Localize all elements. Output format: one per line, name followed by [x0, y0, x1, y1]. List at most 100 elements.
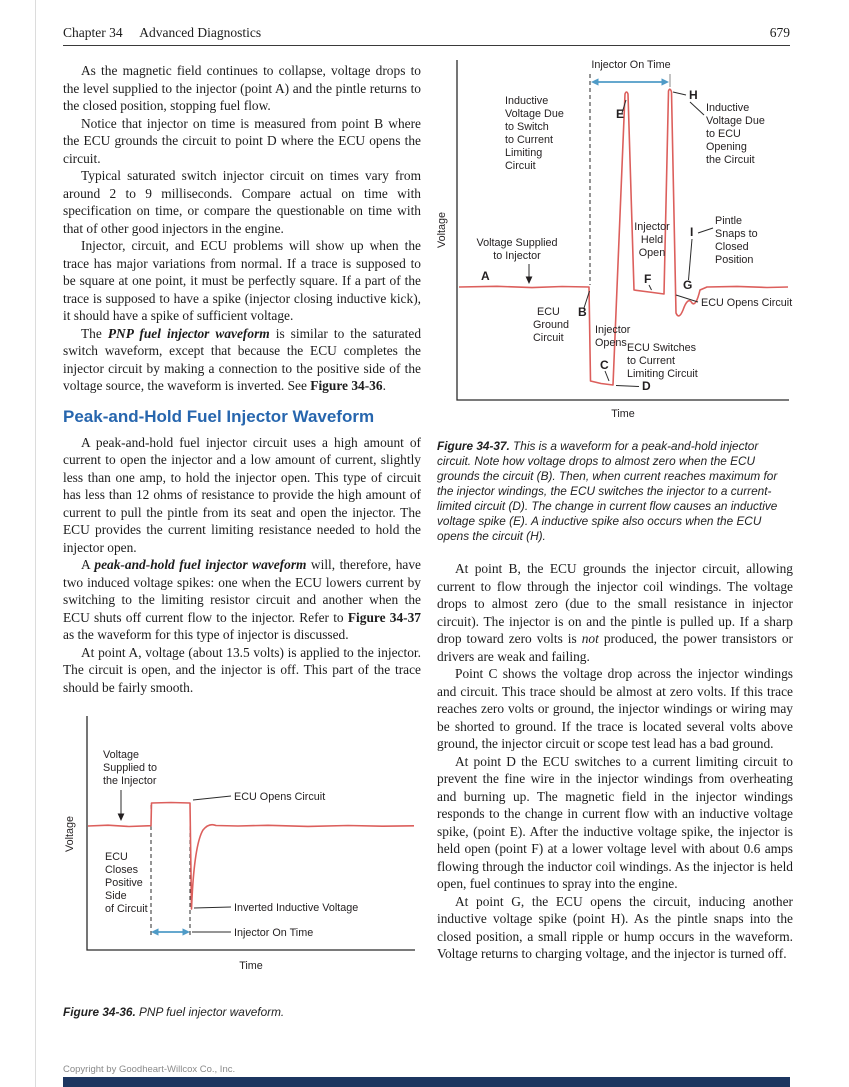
label-held-open: Held — [641, 234, 663, 246]
caption-label: Figure 34-36. — [63, 1005, 136, 1019]
point-f-pointer — [648, 284, 652, 291]
down-arrowhead-icon — [525, 276, 533, 284]
point-label-g: G — [683, 278, 692, 292]
label-pintle: Position — [715, 254, 753, 266]
label-inductive-ecu: Voltage Due — [706, 115, 765, 127]
point-label-c: C — [600, 358, 609, 372]
label-on-time: Injector On Time — [234, 927, 313, 939]
label-inverted: Inverted Inductive Voltage — [234, 902, 358, 914]
copyright-notice: Copyright by Goodheart-Willcox Co., Inc. — [63, 1064, 236, 1075]
paragraph: At point G, the ECU opens the circuit, i… — [437, 893, 793, 962]
paragraph: The PNP fuel injector waveform is simila… — [63, 325, 421, 395]
label-ecu-switches: to Current — [627, 355, 675, 367]
paragraph: At point B, the ECU grounds the injector… — [437, 560, 793, 665]
point-label-d: D — [642, 379, 651, 393]
section-heading: Peak-and-Hold Fuel Injector Waveform — [63, 406, 375, 426]
label-inductive-switch: Circuit — [505, 160, 536, 172]
waveform-trace — [458, 88, 789, 386]
label-inductive-ecu: the Circuit — [706, 154, 755, 166]
point-c-pointer — [604, 370, 610, 382]
caption-text: PNP fuel injector waveform. — [135, 1005, 285, 1019]
label-injector-opens: Opens — [595, 337, 627, 349]
right-column: Injector On Time Inductive Voltage Due t… — [436, 54, 793, 963]
point-label-f: F — [644, 272, 651, 286]
text-run: . — [382, 378, 386, 393]
label-ecu-opens: ECU Opens Circuit — [701, 297, 792, 309]
label-inductive-switch: Voltage Due — [505, 108, 564, 120]
label-supply: Supplied to — [103, 762, 157, 774]
arrowhead-left-icon — [151, 928, 159, 936]
label-pintle: Snaps to — [715, 228, 758, 240]
point-label-e: E — [616, 107, 624, 121]
arrowhead-right-icon — [182, 928, 190, 936]
caption-label: Figure 34-37. — [437, 439, 510, 453]
point-e-pointer — [621, 99, 627, 114]
figure-reference: Figure 34-37 — [347, 609, 421, 625]
text-run: produced, the power transistors or drive… — [437, 631, 794, 664]
pintle-pointer — [697, 227, 714, 234]
waveform-trace — [87, 801, 415, 910]
paragraph: Typical saturated switch injector circui… — [63, 168, 421, 236]
figure-34-36: Voltage Supplied to the Injector ECU Ope… — [63, 710, 421, 983]
running-head: Chapter 34 Advanced Diagnostics — [63, 25, 261, 41]
figure-caption: Figure 34-36. PNP fuel injector waveform… — [63, 1005, 421, 1020]
x-axis-label: Time — [239, 960, 263, 972]
point-h-pointer — [672, 91, 687, 96]
point-d-pointer — [615, 385, 640, 387]
label-held-open: Open — [639, 247, 665, 259]
emphasis-term: not — [581, 631, 599, 646]
label-supply: Voltage Supplied — [476, 237, 557, 249]
label-inductive-switch: Inductive — [505, 95, 548, 107]
label-pintle: Closed — [715, 241, 749, 253]
label-ecu-ground: Ground — [533, 319, 569, 331]
left-column: As the magnetic field continues to colla… — [63, 62, 421, 1020]
ecu-opens-pointer — [675, 294, 699, 303]
label-supply: the Injector — [103, 775, 157, 787]
y-axis-label: Voltage — [437, 212, 448, 248]
label-inductive-ecu: Inductive — [706, 102, 749, 114]
label-ecu-switches: Limiting Circuit — [627, 368, 698, 380]
label-ecu-closes: Closes — [105, 864, 139, 876]
inverted-pointer — [193, 906, 232, 909]
page-header: Chapter 34 Advanced Diagnostics 679 — [63, 25, 790, 41]
paragraph: A peak-and-hold fuel injector waveform w… — [63, 556, 421, 644]
label-inductive-switch: Limiting — [505, 147, 542, 159]
text-run: is similar to the saturated switch wavef… — [63, 325, 422, 394]
x-axis-label: Time — [611, 408, 635, 420]
label-ecu-closes: Side — [105, 890, 127, 902]
arrowhead-right-icon — [661, 78, 669, 86]
page-number: 679 — [769, 25, 790, 40]
point-label-h: H — [689, 88, 698, 102]
header-rule — [63, 45, 790, 46]
point-b-pointer — [583, 290, 590, 309]
label-ecu-ground: Circuit — [533, 332, 564, 344]
label-inductive-switch: to Switch — [505, 121, 549, 133]
axes — [86, 716, 415, 951]
page-edge-line — [35, 0, 36, 1087]
ecu-opens-pointer — [192, 795, 232, 801]
label-ecu-switches: ECU Switches — [627, 342, 697, 354]
chapter-number: Chapter 34 — [63, 25, 123, 40]
label-held-open: Injector — [634, 221, 670, 233]
pnp-waveform-diagram: Voltage Supplied to the Injector ECU Ope… — [64, 716, 415, 972]
paragraph: At point A, voltage (about 13.5 volts) i… — [63, 644, 421, 695]
inductive-ecu-pointer — [689, 101, 705, 116]
point-label-i: I — [690, 225, 693, 239]
paragraph: Notice that injector on time is measured… — [63, 115, 421, 166]
label-supply: Voltage — [103, 749, 139, 761]
point-label-a: A — [481, 269, 490, 283]
text-run: as the waveform for this type of injecto… — [63, 627, 349, 642]
caption-text: This is a waveform for a peak-and-hold i… — [437, 439, 778, 543]
label-injector-opens: Injector — [595, 324, 631, 336]
label-inductive-ecu: to ECU — [706, 128, 741, 140]
label-inductive-switch: to Current — [505, 134, 553, 146]
label-supply: to Injector — [493, 250, 541, 262]
y-axis-label: Voltage — [64, 816, 76, 852]
paragraph: Injector, circuit, and ECU problems will… — [63, 238, 421, 323]
label-ecu-closes: ECU — [105, 851, 128, 863]
label-ecu-opens: ECU Opens Circuit — [234, 791, 325, 803]
axes — [456, 60, 789, 401]
label-ecu-closes: of Circuit — [105, 903, 148, 915]
paragraph: As the magnetic field continues to colla… — [63, 63, 421, 113]
